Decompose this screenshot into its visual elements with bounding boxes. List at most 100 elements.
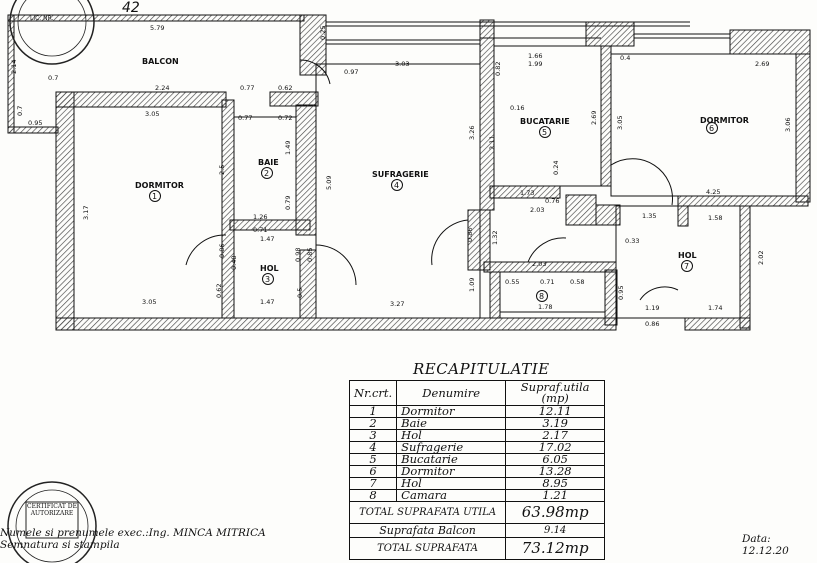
room-number-marker: [681, 260, 693, 272]
dimension-label: 0.86: [466, 228, 474, 242]
dimension-label: 0.71: [540, 278, 554, 286]
dimension-label: 1.35: [642, 212, 656, 220]
room-label: BUCATARIE: [520, 117, 570, 126]
dimension-label: 0.86: [645, 320, 659, 328]
dimension-label: 2.14: [10, 60, 18, 74]
room-number: 8: [539, 292, 544, 301]
certificate-stamp: CERTIFICAT DE AUTORIZARE: [7, 481, 97, 563]
room-number: 7: [684, 262, 689, 271]
dimension-label: 0.95: [28, 119, 42, 127]
signature-stamp-label: Semnatura si stampila: [0, 539, 120, 551]
dimension-label: 0.24: [552, 161, 560, 175]
dimension-label: 2.03: [530, 206, 544, 214]
floor-plan: 5.79 0.7 2.14 0.7 0.95 2.24 0.77 0.62 3.…: [7, 0, 811, 331]
dimension-label: 1.47: [260, 235, 274, 243]
wall: [729, 29, 811, 55]
dimension-label: 0.4: [620, 54, 630, 62]
dimension-label: 1.74: [708, 304, 722, 312]
dimension-label: 0.33: [625, 237, 639, 245]
dimension-label: 0.16: [510, 104, 524, 112]
room-number: 6: [709, 124, 714, 133]
dimension-label: 1.47: [260, 298, 274, 306]
top-mark: 42: [122, 0, 140, 16]
room-label: SUFRAGERIE: [372, 170, 429, 179]
dimension-label: 1.58: [708, 214, 722, 222]
row-name: Camara: [396, 489, 507, 502]
row-area: 17.02: [505, 441, 606, 454]
wall: [295, 104, 317, 236]
room-number: 3: [265, 275, 270, 284]
dimension-label: 0.77: [238, 114, 252, 122]
dimension-label: 0.98: [294, 248, 302, 262]
wall: [479, 19, 495, 211]
dimension-label: 0.62: [278, 84, 292, 92]
wall: [739, 205, 751, 329]
wall: [483, 261, 617, 273]
total-util-value: 63.98mp: [505, 501, 606, 524]
room-number: 5: [542, 128, 547, 137]
dimension-label: 0.25: [319, 26, 327, 40]
total-util-label: TOTAL SUPRAFATA UTILA: [348, 501, 507, 524]
dimension-label: 0.77: [240, 84, 254, 92]
dimension-label: 1.32: [491, 231, 499, 245]
executor-signature: Numele si prenumele exec.:Ing. MINCA MIT…: [0, 527, 266, 539]
dimension-label: 0.48: [230, 256, 238, 270]
dimension-label: 0.76: [545, 197, 559, 205]
wall: [55, 91, 227, 108]
dimension-label: 1.19: [645, 304, 659, 312]
room-label: DORMITOR: [135, 181, 184, 190]
dimension-label: 0.79: [284, 196, 292, 210]
room-label: BAIE: [258, 158, 279, 167]
dimension-label: 1.26: [253, 213, 267, 221]
dimension-label: 0.55: [505, 278, 519, 286]
dimension-label: 2.02: [757, 251, 765, 265]
wall: [595, 204, 621, 226]
wall: [795, 53, 811, 203]
dimension-label: 3.05: [142, 298, 156, 306]
wall: [604, 269, 618, 326]
stamp-seal: LIC. NR.: [9, 0, 95, 65]
dimension-label: 0.95: [617, 286, 625, 300]
dimension-label: 0.71: [253, 226, 267, 234]
dimension-label: 0.72: [278, 114, 292, 122]
row-nr: 8: [348, 489, 398, 502]
dimension-label: 0.58: [570, 278, 584, 286]
column-header: Supraf.utila (mp): [505, 380, 606, 406]
room-number-marker: [539, 126, 551, 138]
column-header: Nr.crt.: [348, 380, 398, 406]
balcon-value: 9.14: [505, 523, 606, 538]
wall: [677, 195, 809, 207]
dimension-label: 1.78: [538, 303, 552, 311]
total-util-row: TOTAL SUPRAFATA UTILA 63.98mp: [348, 501, 606, 524]
table-header-row: Nr.crt. Denumire Supraf.utila (mp): [348, 380, 606, 406]
dimension-label: 3.03: [395, 60, 409, 68]
wall: [55, 317, 617, 331]
room-number: 4: [394, 181, 399, 190]
column-header: Denumire: [396, 380, 507, 406]
total-label: TOTAL SUPRAFATA: [348, 537, 507, 560]
wall: [467, 209, 491, 271]
wall: [299, 14, 327, 76]
wall: [565, 194, 597, 226]
dimension-label: 3.26: [468, 126, 476, 140]
balcon-label: Suprafata Balcon: [348, 523, 507, 538]
room-label: BALCON: [142, 57, 179, 66]
svg-text:LIC. NR.: LIC. NR.: [30, 15, 54, 22]
dimension-label: 1.09: [468, 278, 476, 292]
recap-title: RECAPITULATIE: [413, 360, 550, 378]
dimension-label: 1.66: [528, 52, 542, 60]
dimension-label: 3.06: [784, 118, 792, 132]
wall: [677, 205, 689, 227]
dimension-label: 2.24: [155, 84, 169, 92]
dimension-label: 2.03: [532, 260, 546, 268]
date-label: Data: 12.12.20: [742, 533, 789, 557]
row-area: 1.21: [505, 489, 606, 502]
room-number-marker: [391, 179, 403, 191]
dimension-label: 0.7: [48, 74, 58, 82]
